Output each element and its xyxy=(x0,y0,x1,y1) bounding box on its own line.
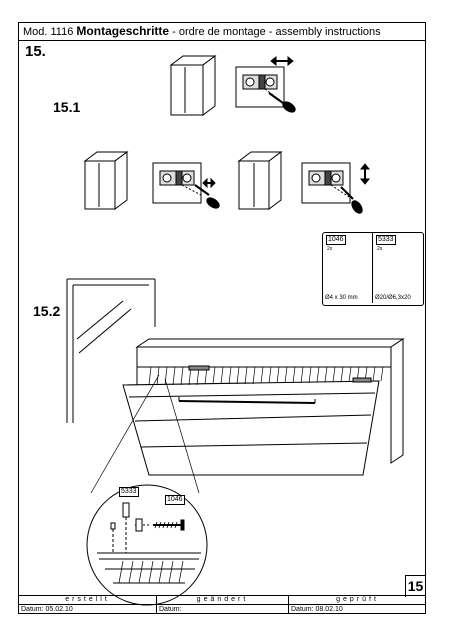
changed-column: geändert Datum: xyxy=(157,596,289,613)
screwdriver-icon xyxy=(268,92,296,113)
substep-15-2-label: 15.2 xyxy=(33,303,61,319)
detail-leader-lines xyxy=(90,374,200,494)
created-column: erstellt Datum: 05.02.10 xyxy=(19,596,157,613)
created-date-label: Datum: xyxy=(21,606,44,613)
hardware-code-screw: 1046 xyxy=(326,235,346,245)
screw-icon xyxy=(153,519,185,531)
wall-outline xyxy=(66,278,156,423)
changed-date-row: Datum: xyxy=(157,605,288,614)
hardware-divider xyxy=(372,233,373,303)
hardware-spec-screw: Ø4 x 30 mm xyxy=(325,295,358,301)
detail-tag-spacer: 5333 xyxy=(119,487,139,497)
step-number: 15. xyxy=(25,43,46,60)
substep-15-1-label: 15.1 xyxy=(53,99,81,115)
checked-date-row: Datum: 08.02.10 xyxy=(289,605,426,614)
sheet-title: Montageschritte xyxy=(76,24,170,38)
checked-date: 08.02.10 xyxy=(315,606,343,613)
instruction-sheet: Mod. 1116 Montageschritte - ordre de mon… xyxy=(18,22,426,614)
changed-label: geändert xyxy=(157,596,288,605)
changed-date-label: Datum: xyxy=(159,606,182,613)
open-flap xyxy=(122,380,380,476)
checked-column: geprüft Datum: 08.02.10 xyxy=(289,596,426,613)
hardware-code-spacer: 5333 xyxy=(376,235,396,245)
spacer-cylinder-icon xyxy=(135,518,143,532)
flap-stay-left xyxy=(188,365,210,371)
flap-stay-right xyxy=(352,377,372,383)
revision-footer: erstellt Datum: 05.02.10 geändert Datum:… xyxy=(19,595,426,613)
cabinet-box-icon xyxy=(83,151,129,210)
created-date-row: Datum: 05.02.10 xyxy=(19,605,156,614)
hinge-adjust-detail xyxy=(235,66,285,108)
created-label: erstellt xyxy=(19,596,156,605)
created-date: 05.02.10 xyxy=(45,606,73,613)
cabinet-box-icon xyxy=(237,151,283,210)
cabinet-body xyxy=(135,338,405,464)
sheet-header: Mod. 1116 Montageschritte - ordre de mon… xyxy=(19,23,425,41)
checked-date-label: Datum: xyxy=(291,606,314,613)
horizontal-arrow-icon xyxy=(270,55,294,67)
sheet-subtitle: - ordre de montage - assembly instructio… xyxy=(172,26,381,38)
hardware-qty-screw: 2x xyxy=(327,246,333,252)
vertical-arrow-icon xyxy=(359,163,371,185)
cabinet-box-icon xyxy=(169,55,217,116)
detail-tag-screw: 1046 xyxy=(165,495,185,505)
detail-magnifier-circle xyxy=(86,484,208,606)
hinge-adjust-detail xyxy=(301,162,363,214)
hardware-qty-spacer: 2x xyxy=(377,246,383,252)
horizontal-arrow-icon xyxy=(202,177,216,189)
assembly-illustrations xyxy=(66,55,410,606)
hardware-spec-spacer: Ø20/Ø6,3x20 xyxy=(375,295,411,301)
checked-label: geprüft xyxy=(289,596,426,605)
basket-slats xyxy=(148,366,384,386)
page-number: 15 xyxy=(405,575,425,597)
model-number: Mod. 1116 xyxy=(23,26,74,38)
hinge-adjust-detail xyxy=(152,162,220,209)
